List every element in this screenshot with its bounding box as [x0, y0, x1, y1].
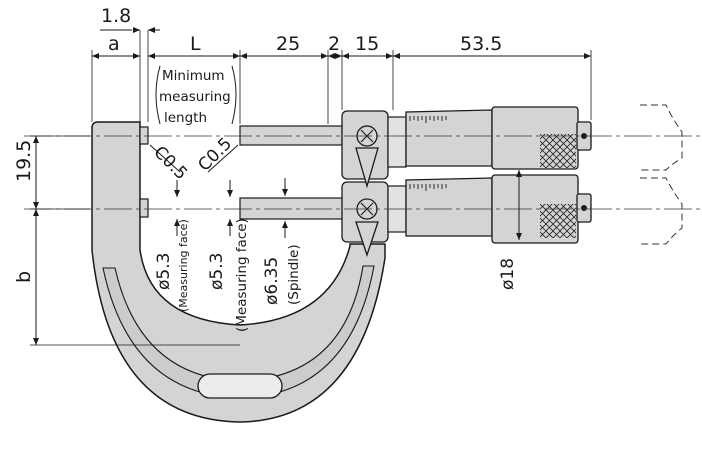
- dimension-lines: [33, 27, 591, 345]
- min-length-line-1: Minimum: [162, 68, 225, 84]
- measuring-face-note-2: (Measuring face): [234, 218, 250, 332]
- chamfer-left: C0.5: [149, 142, 191, 184]
- measuring-face-note-1: (Measuring face): [177, 219, 190, 312]
- upper-knurl: [540, 134, 576, 168]
- upper-spindle: [239, 125, 343, 146]
- lower-anvil: [139, 198, 149, 218]
- lower-spindle: [239, 197, 345, 220]
- min-length-line-2: measuring: [159, 89, 231, 105]
- dim-2: 2: [328, 33, 340, 55]
- phantom-extension: [640, 104, 683, 245]
- min-length-bracket: [155, 65, 237, 125]
- dia-anvil-face: ø5.3: [154, 253, 174, 290]
- dim-53-5: 53.5: [460, 33, 502, 55]
- upper-sleeve: [387, 116, 407, 168]
- sleeve-blocks: [341, 110, 389, 258]
- dim-a: a: [108, 33, 120, 55]
- upper-anvil: [139, 126, 149, 145]
- centerlines: [24, 135, 702, 210]
- dim-1-8: 1.8: [101, 5, 131, 27]
- lower-knurl: [540, 204, 576, 238]
- sleeves: [387, 116, 407, 233]
- dim-b: b: [13, 271, 35, 283]
- dim-L: L: [190, 33, 201, 55]
- thimbles: [405, 106, 592, 244]
- frame: [91, 121, 386, 423]
- min-length-line-3: length: [164, 110, 207, 126]
- anvils: [139, 126, 149, 218]
- spindle-note: (Spindle): [286, 244, 302, 305]
- dim-25: 25: [276, 33, 300, 55]
- spindles: [239, 125, 345, 220]
- dia-spindle-face: ø5.3: [207, 253, 227, 290]
- chamfer-right: C0.5: [194, 134, 236, 176]
- dim-15: 15: [355, 33, 379, 55]
- dia-thimble: ø18: [498, 258, 518, 290]
- frame-label-slot: [197, 373, 283, 399]
- extension-lines: [30, 30, 592, 346]
- lower-thimble: [405, 177, 493, 237]
- dim-19-5: 19.5: [13, 140, 35, 182]
- upper-thimble: [405, 109, 493, 167]
- dia-spindle: ø6.35: [262, 257, 282, 305]
